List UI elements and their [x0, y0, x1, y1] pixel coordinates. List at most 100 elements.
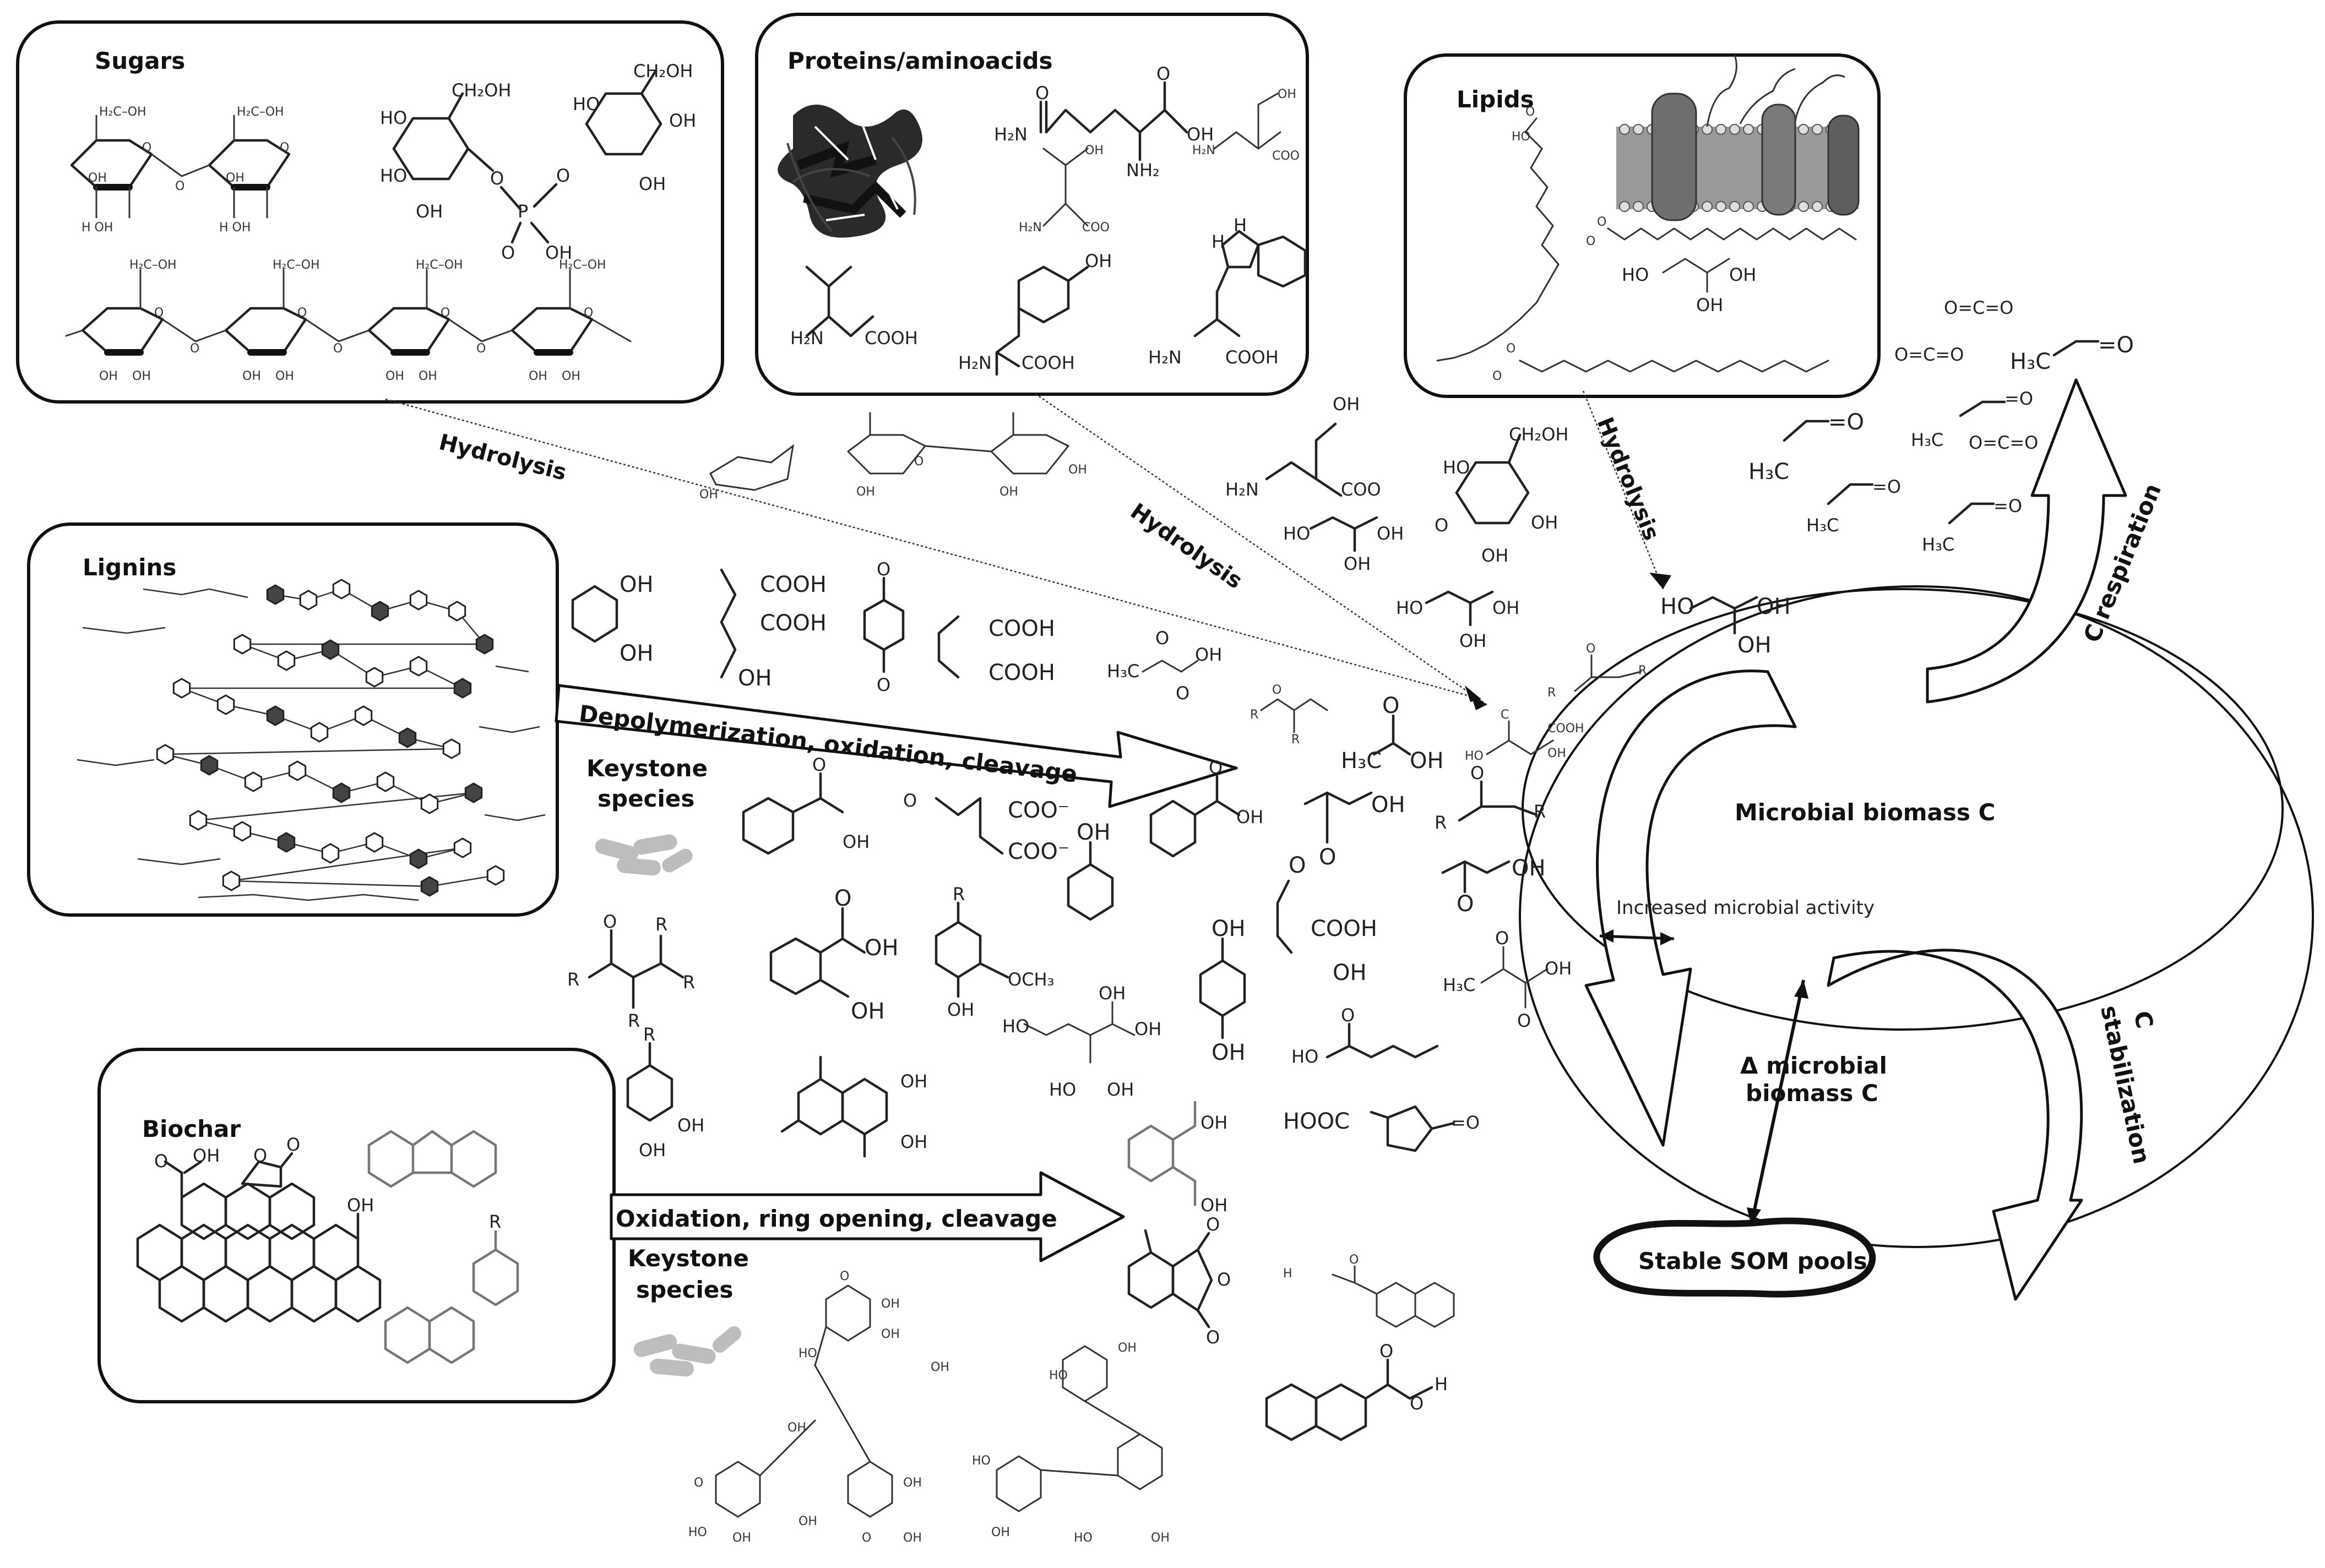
trimer-oh-1: OH — [881, 1297, 900, 1311]
acetaldehyde-1-h3c: H₃C — [2010, 349, 2051, 374]
glycerol-ho: HO — [1622, 264, 1649, 285]
sugar-atom-o-2: O — [175, 179, 184, 193]
lignin-ring — [266, 705, 285, 726]
lignin-ring — [277, 650, 296, 671]
phosphate-p: P — [518, 201, 528, 222]
mid-sugar-oh-3: OH — [999, 485, 1018, 499]
acetaldehyde-3: H₃C =O — [1748, 410, 1864, 484]
lignin-ring — [332, 782, 351, 803]
stable-som-label: Stable SOM pools — [1638, 1248, 1867, 1275]
respiration-products: O=C=O O=C=O O=C=O H₃C =O H₃C =O H₃C =O H… — [1748, 297, 2134, 555]
salicylic-oh-top: OH — [865, 935, 899, 961]
lignin-linkage — [165, 748, 452, 755]
trimer-oh-6: OH — [903, 1476, 922, 1490]
trimer-oh-4: OH — [732, 1531, 751, 1545]
proteins-title: Proteins/aminoacids — [787, 47, 1053, 74]
cycle-hydroxyacetone-o: O — [1457, 891, 1474, 917]
trp-cooh: COOH — [1225, 347, 1279, 368]
enone-large-o: O — [603, 911, 617, 932]
terphenyl-oh-2: OH — [991, 1526, 1010, 1539]
bacteria-cluster-1 — [595, 834, 693, 876]
glc2-oh-bottom: OH — [639, 173, 666, 194]
thr-h2n: H₂N — [1019, 221, 1042, 235]
terphenyl-polyol: HO OH HO OH HO OH — [972, 1341, 1170, 1545]
terphenyl-oh-1: OH — [1118, 1341, 1137, 1355]
naphthoic-small-o: O — [1349, 1253, 1359, 1267]
cyclohexanol-trimer: O OH OH HO OH O HO OH OH OH O OH OH — [688, 1270, 949, 1545]
glycerol-mid1-oh: OH — [1377, 523, 1404, 544]
acetaldehyde-4-h3c: H₃C — [1806, 515, 1839, 536]
lignin-ring — [409, 848, 428, 869]
phthalic-acid: OH OH — [1127, 1101, 1227, 1216]
trimer-ho-2: HO — [688, 1526, 707, 1539]
cycle-pyruvate: H₃C O O OH — [1443, 928, 1572, 1031]
microbial-cycle: HO OH OH O R R C HO COOH OH O R R — [1435, 378, 2314, 1301]
sugar-atom-o-3: O — [280, 141, 289, 155]
oxoglut-o: O — [903, 790, 917, 811]
protein-ribbon-structure — [778, 105, 922, 238]
chain-oh-6: OH — [419, 369, 437, 383]
cycle-hydroxyacetone-oh: OH — [1512, 856, 1546, 881]
acetaldehyde-4-o: =O — [1872, 476, 1901, 497]
muconic-cooh-1: COOH — [760, 572, 827, 597]
biochar-oh-carboxyl: OH — [193, 1145, 220, 1166]
cycle-ketone-r-2: O R R — [1435, 763, 1546, 833]
cycle-hydroxyacetone: OH O — [1441, 856, 1546, 917]
gln-o-top: O — [1156, 63, 1170, 84]
mid-sugar-oh-4: OH — [1068, 463, 1087, 477]
sugar-atom-oh-2: OH — [226, 171, 245, 185]
intermediate-molecules: OH OH COOH COOH OH O O COOH COOH H₃C O — [567, 394, 1568, 1545]
catechol-r-oh-1: OH — [677, 1115, 704, 1136]
maleic-acid: COOH COOH — [937, 615, 1055, 685]
chain-oh-8: OH — [562, 369, 580, 383]
keystone-species-1: Keystone species — [586, 755, 708, 876]
lipids-title: Lipids — [1457, 86, 1534, 113]
lignin-ring — [233, 634, 252, 655]
lignin-ring — [332, 579, 351, 600]
lignin-ring — [475, 634, 494, 655]
lignin-ring — [376, 771, 395, 792]
enone-large-r-3: R — [683, 972, 695, 993]
hydroxyhexanone-o: O — [1341, 1005, 1355, 1026]
phosphate-o-double: O — [501, 242, 515, 263]
glutamine-molecule: O H₂N O OH NH₂ — [994, 63, 1214, 181]
pyruvate-oh: OH — [1195, 644, 1222, 665]
mid-sugar-oh-2: OH — [856, 485, 875, 499]
enone-large-r-1: R — [567, 969, 579, 990]
naphthoic-small-h: H — [1283, 1267, 1292, 1281]
lignin-aliphatic-chain — [143, 588, 248, 598]
catechol-r-oh-2: OH — [639, 1140, 666, 1161]
ser-mid-coo: COO — [1341, 479, 1381, 500]
gln-h2n: H₂N — [994, 124, 1028, 145]
delta-biomass-line1: Δ microbial — [1740, 1052, 1887, 1079]
mid-sugar-o-bridge: O — [914, 455, 924, 469]
acetaldehyde-5: H₃C =O — [1922, 496, 2022, 555]
hydroxybutyrate-ch3: C — [1501, 708, 1509, 722]
lignin-ring — [200, 755, 219, 776]
hydroquinone: OH OH — [1199, 916, 1246, 1065]
lignin-ring — [398, 727, 417, 748]
citric-ho-1: HO — [1002, 1016, 1029, 1037]
hydrolysis-label-right: Hydrolysis — [1592, 414, 1664, 545]
cycle-pyruvate-h3c: H₃C — [1443, 974, 1475, 995]
stable-som-pools: Stable SOM pools — [1593, 1217, 1876, 1298]
benzoquinone: O O — [863, 559, 905, 695]
sugar-chain-bottom: H₂C–OH H₂C–OH H₂C–OH H₂C–OH O O O O O O … — [65, 258, 632, 383]
guaiacol-oh: OH — [947, 999, 974, 1020]
cycle-glycerol-ho: HO — [1660, 594, 1694, 619]
lignin-polymer-network — [77, 579, 546, 901]
cycle-pyruvate-oh: OH — [1545, 958, 1572, 979]
sugar-chain-top: H₂C–OH H₂C–OH O O O H OH H OH OH OH — [70, 105, 291, 235]
ser-coo: COO — [1272, 149, 1300, 163]
serine-molecule-box: H₂N OH COO — [1192, 88, 1300, 163]
catechol-oh-2: OH — [620, 641, 654, 666]
chain-oh-1: OH — [99, 369, 118, 383]
val-h2n: H₂N — [790, 328, 824, 349]
benzoic-acid-2: O OH — [1149, 757, 1263, 858]
fluorene-molecule — [367, 1130, 497, 1188]
lignin-ring — [310, 722, 329, 743]
lignin-ring — [299, 590, 318, 611]
sugar-atom-o-1: O — [142, 141, 151, 155]
catechol-r-label: R — [643, 1024, 655, 1045]
